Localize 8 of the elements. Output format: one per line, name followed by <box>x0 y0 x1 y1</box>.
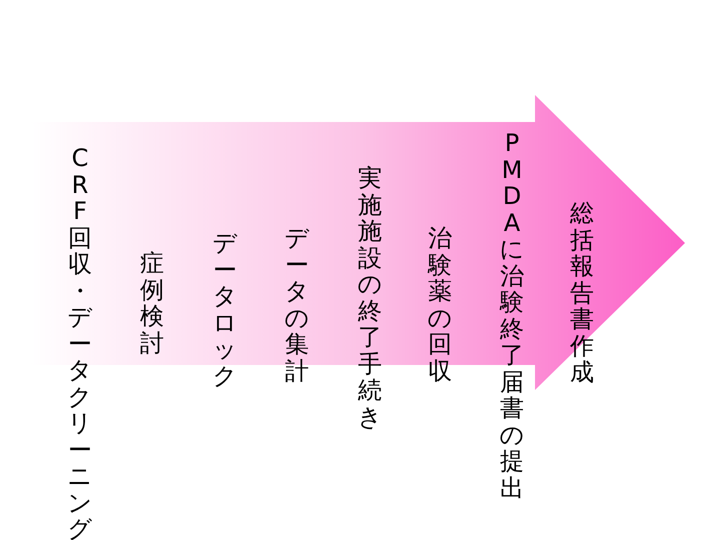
step-label: 症例検討 <box>139 250 165 356</box>
step-label: 実施施設の終了手続き <box>356 165 384 430</box>
step-label: データの集計 <box>284 225 310 384</box>
step-label: 総括報告書作成 <box>569 200 595 386</box>
step-label: データロック <box>212 230 238 389</box>
step-label: 治験薬の回収 <box>426 225 454 384</box>
step-label: PMDAに治験終了届書の提出 <box>498 130 526 501</box>
step-label: CRF回収・データクリーニング <box>66 145 94 540</box>
